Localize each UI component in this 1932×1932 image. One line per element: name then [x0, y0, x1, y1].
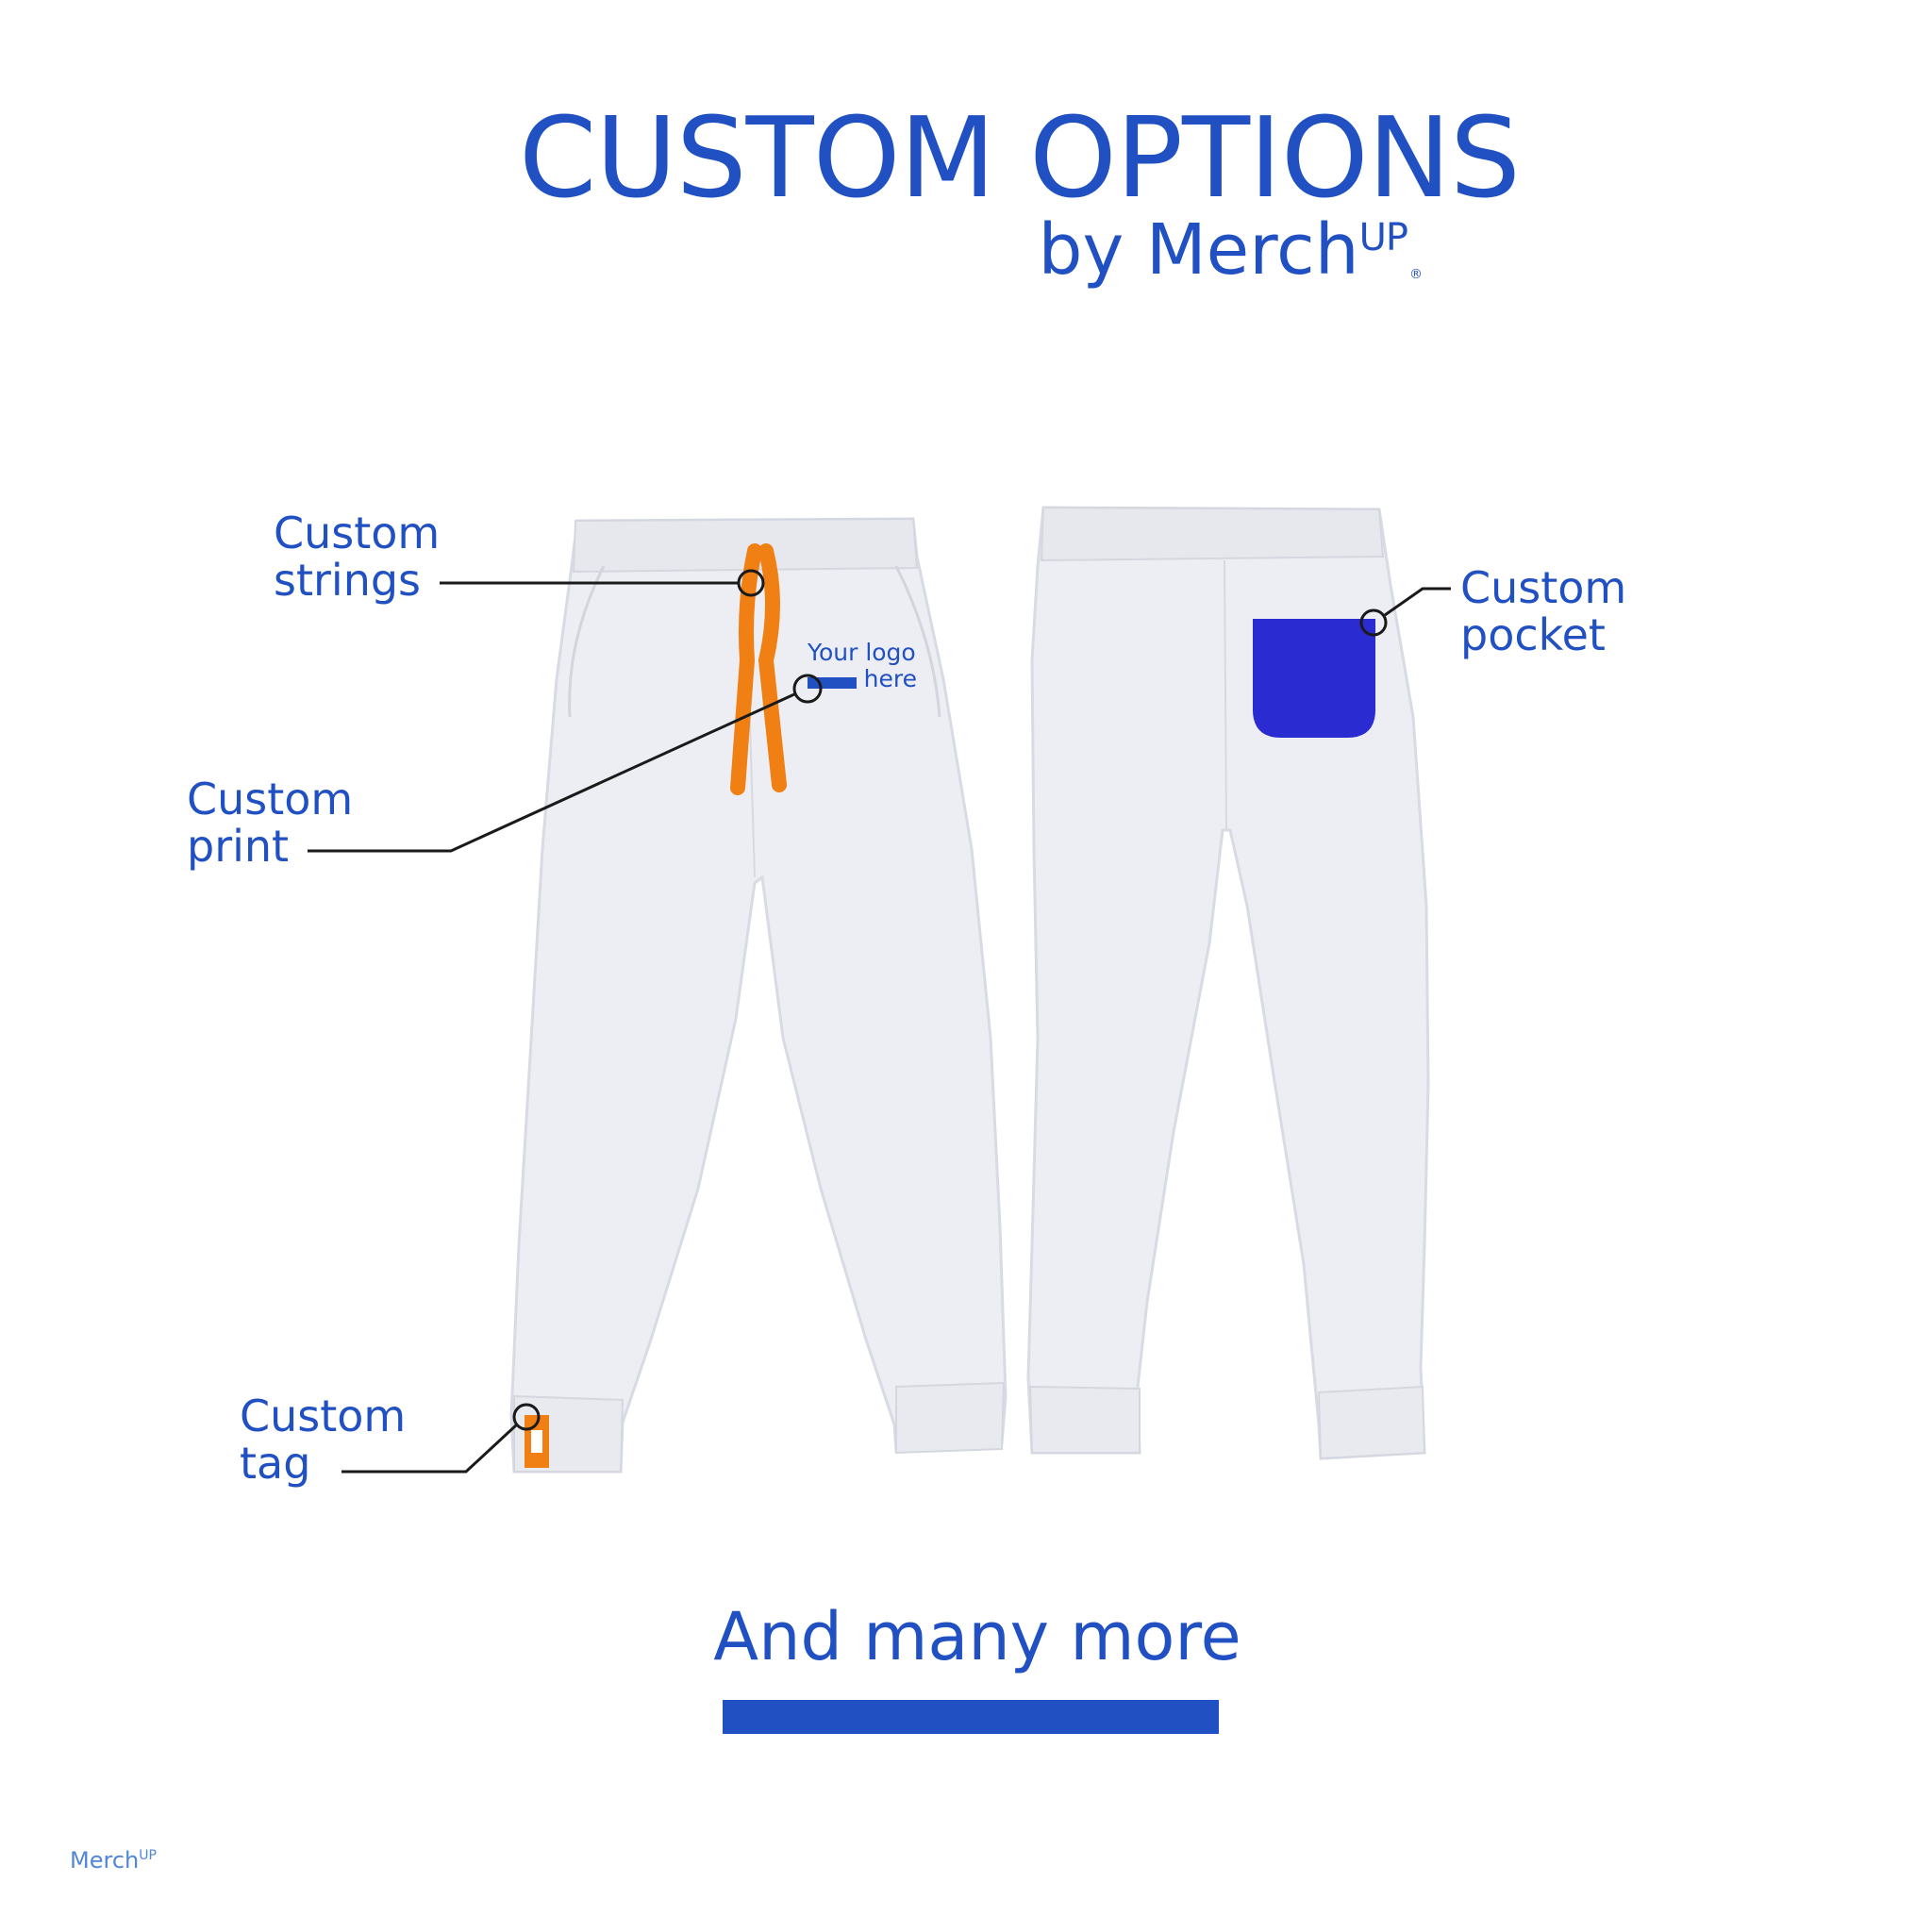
callout-custom-pocket: Custom pocket	[1460, 564, 1626, 658]
brand-subtitle: by Merch UP ®	[1039, 215, 1423, 285]
back-pants	[1026, 506, 1430, 1460]
brand-logo-up: UP	[1358, 216, 1408, 259]
callout-strings-line2: strings	[274, 555, 422, 606]
callout-custom-strings: Custom strings	[274, 509, 440, 604]
print-area-line1: Your logo	[808, 639, 916, 666]
print-area-text: Your logo here	[808, 640, 921, 692]
callout-tag-line1: Custom	[240, 1391, 407, 1441]
callout-leaders	[308, 569, 1451, 1474]
strings-marker	[737, 569, 765, 597]
pocket-marker	[1359, 608, 1388, 637]
front-right-cuff	[895, 1381, 1006, 1455]
watermark-prefix: Merch	[70, 1847, 140, 1874]
registered-mark: ®	[1409, 267, 1423, 282]
corner-watermark: Merch UP	[70, 1847, 157, 1874]
back-right-cuff	[1317, 1385, 1426, 1460]
back-pants-body	[1026, 506, 1430, 1460]
page-title: CUSTOM OPTIONS	[519, 92, 1521, 223]
print-marker	[792, 674, 823, 704]
callout-pocket-line1: Custom	[1460, 562, 1627, 613]
drawstring-left	[730, 543, 762, 795]
watermark-up-logo: UP	[139, 1848, 157, 1863]
subtitle-prefix: by Merch	[1038, 209, 1359, 291]
custom-pocket	[1253, 619, 1375, 738]
callout-pocket-line2: pocket	[1460, 609, 1606, 660]
callout-custom-tag: Custom tag	[240, 1392, 406, 1487]
front-pants-body	[509, 517, 1008, 1474]
back-crotch-seam	[1224, 559, 1227, 831]
back-left-cuff	[1028, 1385, 1141, 1454]
pocket-leader-line	[1384, 587, 1451, 617]
callout-print-line2: print	[187, 821, 290, 872]
front-pocket-right	[894, 565, 941, 718]
tag-leader-line	[341, 1423, 519, 1474]
tag-label	[531, 1430, 542, 1453]
back-waistband	[1040, 506, 1385, 562]
footer-text: And many more	[713, 1598, 1241, 1675]
callout-custom-print: Custom print	[187, 775, 353, 870]
front-waistband	[572, 517, 919, 574]
callout-tag-line2: tag	[240, 1438, 311, 1489]
print-leader-line	[308, 692, 795, 853]
footer-underline-bar	[723, 1700, 1219, 1734]
callout-strings-line1: Custom	[274, 508, 441, 558]
tag-marker	[512, 1403, 541, 1431]
print-area-line2: here	[863, 665, 917, 692]
front-pants	[509, 517, 1008, 1474]
drawstring-right	[758, 543, 787, 792]
callout-print-line1: Custom	[187, 774, 354, 824]
